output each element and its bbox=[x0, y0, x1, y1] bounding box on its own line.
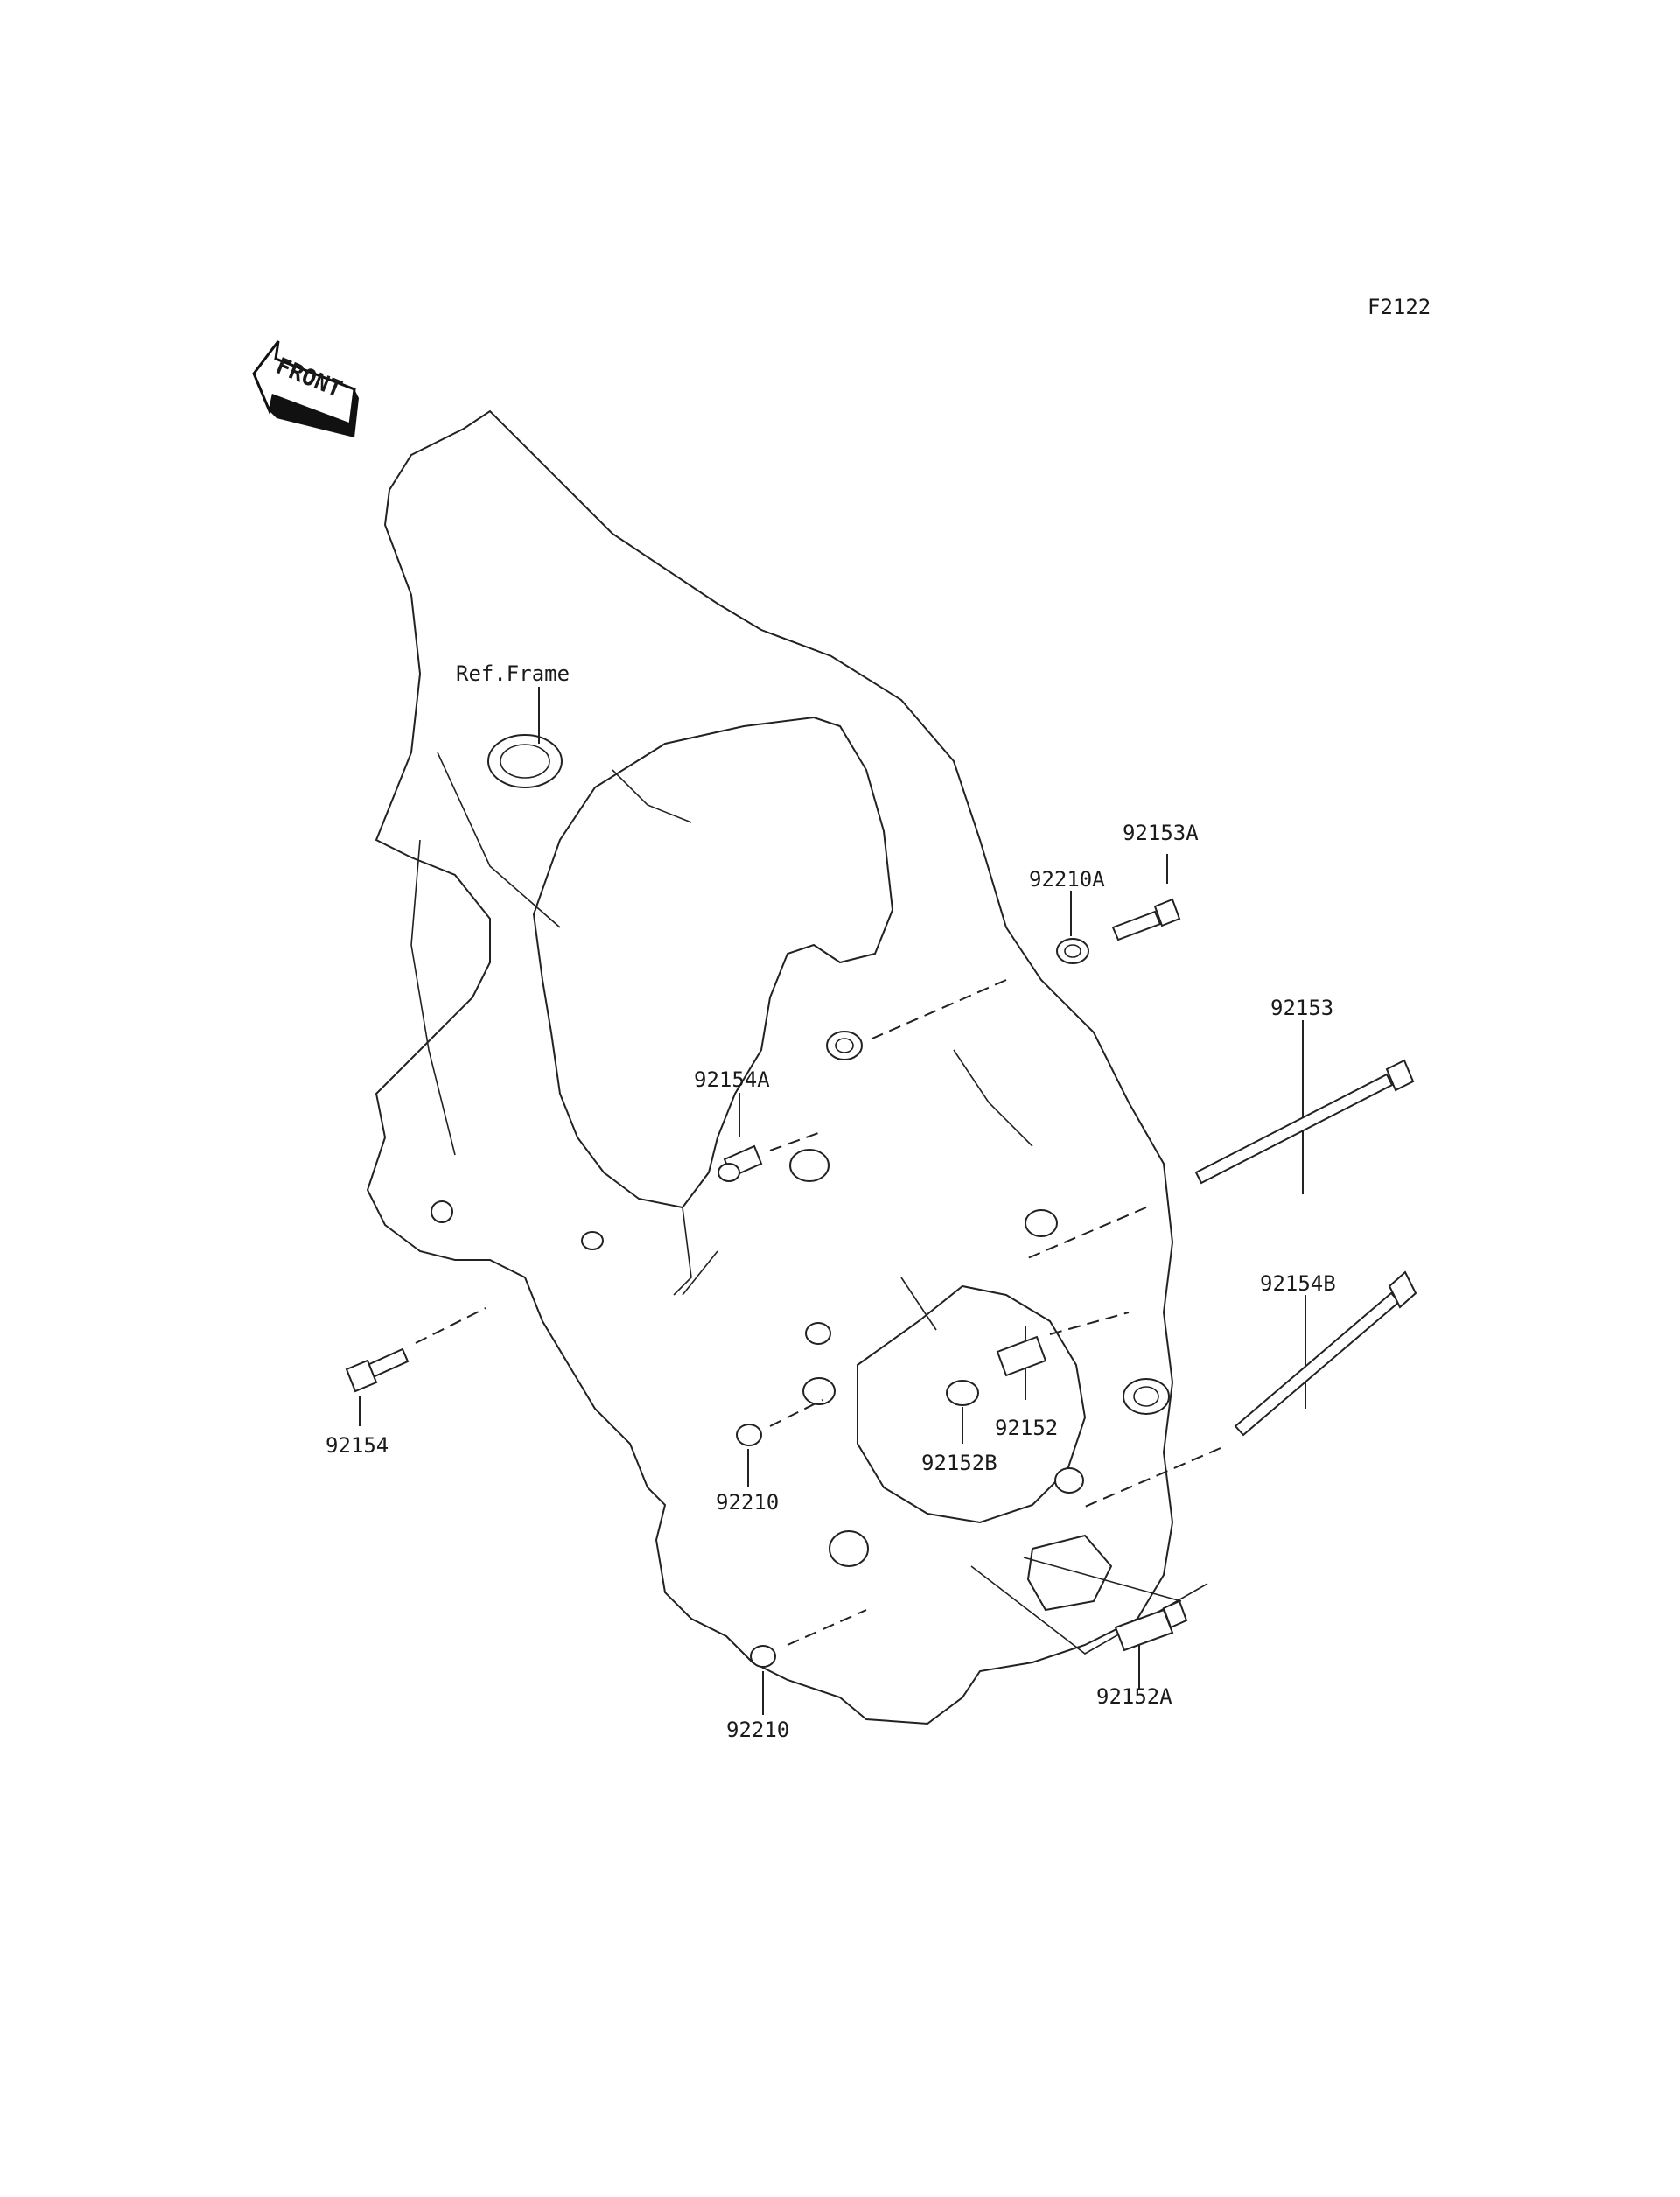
label-92210-upper: 92210 bbox=[716, 1490, 779, 1515]
figure-code: F2122 bbox=[1368, 295, 1431, 319]
nut-92210a bbox=[865, 891, 1089, 1042]
spacer-92152b bbox=[946, 1380, 979, 1444]
bolt-92153a bbox=[1111, 854, 1181, 941]
collar-92154a bbox=[718, 1093, 819, 1182]
collar-92152a bbox=[1114, 1599, 1188, 1689]
front-arrow-icon: FRONT bbox=[252, 340, 359, 437]
label-92154a: 92154A bbox=[694, 1067, 770, 1092]
nut-92210-upper bbox=[736, 1399, 823, 1487]
label-ref-frame: Ref.Frame bbox=[456, 661, 570, 686]
motorcycle-frame bbox=[366, 409, 1208, 1725]
label-92153a: 92153A bbox=[1123, 821, 1199, 845]
label-92210a: 92210A bbox=[1029, 867, 1105, 892]
bolt-92154b bbox=[1084, 1270, 1418, 1508]
bolt-92154 bbox=[345, 1307, 486, 1426]
label-92152a: 92152A bbox=[1096, 1684, 1172, 1709]
label-92154: 92154 bbox=[326, 1433, 388, 1458]
label-92152b: 92152B bbox=[921, 1451, 998, 1475]
nut-92210-lower bbox=[750, 1609, 867, 1715]
collar-92152 bbox=[996, 1312, 1130, 1400]
label-92153: 92153 bbox=[1270, 996, 1334, 1020]
label-92154b: 92154B bbox=[1260, 1271, 1336, 1296]
label-92152: 92152 bbox=[995, 1416, 1058, 1440]
label-92210-lower: 92210 bbox=[726, 1718, 789, 1742]
bolt-92153 bbox=[1023, 1020, 1415, 1261]
